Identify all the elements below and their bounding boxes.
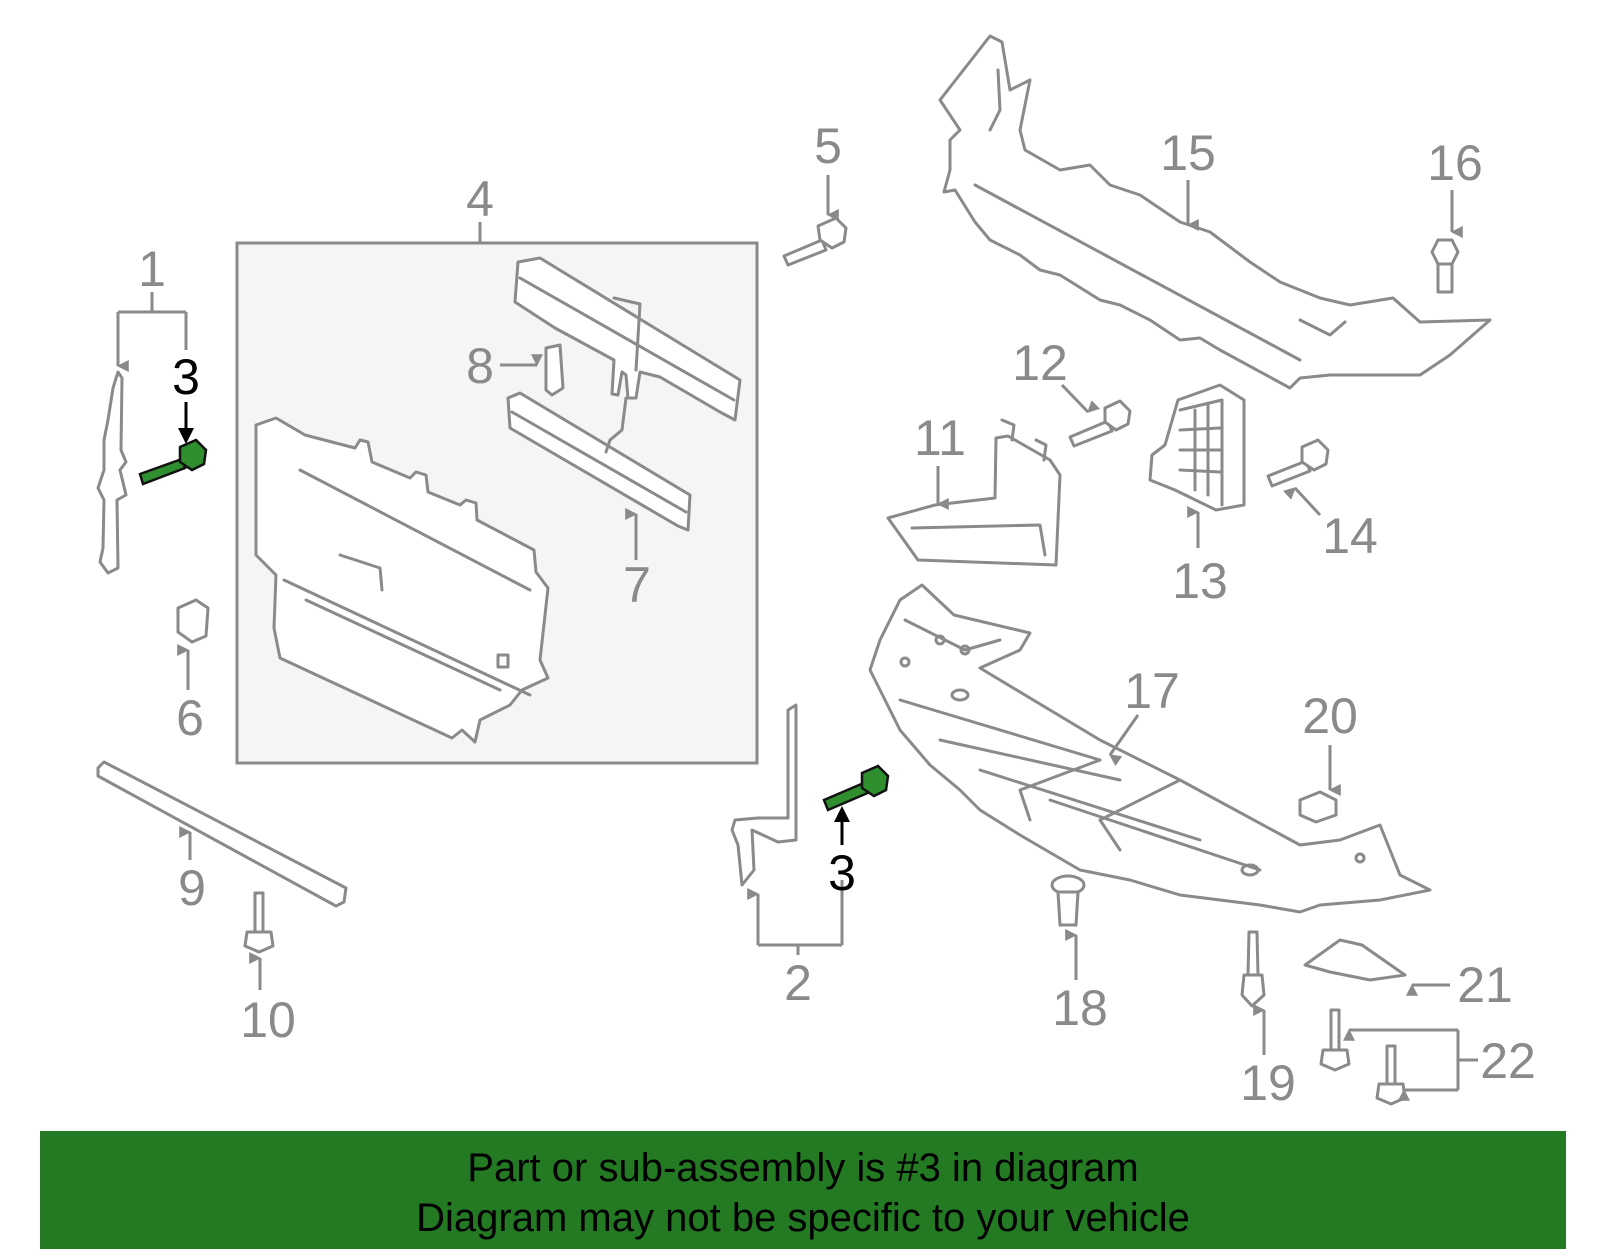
part-17-splash-shield[interactable] bbox=[868, 583, 1432, 914]
part-6-clip[interactable] bbox=[176, 598, 210, 644]
callout-7: 7 bbox=[623, 557, 651, 613]
callout-9: 9 bbox=[178, 860, 206, 916]
footer-banner: Part or sub-assembly is #3 in diagram Di… bbox=[40, 1131, 1566, 1249]
leader-2 bbox=[756, 880, 844, 955]
leader-17 bbox=[1108, 714, 1140, 767]
callout-6: 6 bbox=[176, 690, 204, 746]
part-3-bolt-center[interactable] bbox=[822, 764, 890, 812]
part-22-screws[interactable] bbox=[1319, 1008, 1407, 1106]
part-8-clip[interactable] bbox=[544, 343, 565, 397]
part-5-bolt[interactable] bbox=[782, 216, 848, 267]
part-7-deflector[interactable] bbox=[506, 256, 742, 532]
part-13-air-duct[interactable] bbox=[1148, 383, 1246, 512]
part-9-seal-strip[interactable] bbox=[96, 760, 348, 908]
callout-18: 18 bbox=[1052, 980, 1108, 1036]
callout-3-left: 3 bbox=[172, 349, 200, 405]
part-21-bracket[interactable] bbox=[1303, 938, 1407, 982]
callout-11: 11 bbox=[914, 410, 966, 466]
callout-16: 16 bbox=[1427, 135, 1483, 191]
footer-line-2: Diagram may not be specific to your vehi… bbox=[416, 1196, 1190, 1240]
footer-line-1: Part or sub-assembly is #3 in diagram bbox=[467, 1146, 1139, 1190]
callout-14: 14 bbox=[1322, 508, 1378, 564]
leader-12 bbox=[1060, 383, 1100, 414]
callout-15: 15 bbox=[1160, 125, 1216, 181]
part-15-reinforcement[interactable] bbox=[938, 34, 1492, 390]
part-3-bolt-left[interactable] bbox=[138, 438, 208, 486]
part-16-bolt[interactable] bbox=[1430, 238, 1460, 294]
part-19-rivet[interactable] bbox=[1240, 930, 1266, 1008]
callout-17: 17 bbox=[1124, 663, 1180, 719]
leader-1 bbox=[116, 292, 188, 360]
callout-19: 19 bbox=[1240, 1055, 1296, 1111]
leader-14 bbox=[1282, 486, 1322, 517]
part-11-air-guide[interactable] bbox=[886, 418, 1062, 567]
callout-12: 12 bbox=[1012, 335, 1068, 391]
callout-10: 10 bbox=[240, 992, 296, 1048]
callout-3-center: 3 bbox=[828, 845, 856, 901]
part-18-push-pin[interactable] bbox=[1050, 874, 1086, 927]
part-20-clip[interactable] bbox=[1298, 790, 1338, 824]
callout-8: 8 bbox=[466, 338, 494, 394]
callout-22: 22 bbox=[1480, 1033, 1536, 1089]
callout-4: 4 bbox=[466, 171, 494, 227]
callout-13: 13 bbox=[1172, 553, 1228, 609]
callout-1: 1 bbox=[138, 241, 166, 297]
part-4-shutter-housing[interactable] bbox=[254, 416, 550, 744]
leader-22 bbox=[1355, 1028, 1478, 1092]
part-14-bolt[interactable] bbox=[1266, 438, 1330, 488]
part-12-bolt[interactable] bbox=[1068, 399, 1132, 448]
callout-5: 5 bbox=[814, 118, 842, 174]
part-10-screw[interactable] bbox=[243, 891, 275, 954]
callout-21: 21 bbox=[1457, 957, 1513, 1013]
part-1-bracket[interactable] bbox=[96, 370, 128, 575]
callout-20: 20 bbox=[1302, 688, 1358, 744]
callout-2: 2 bbox=[784, 955, 812, 1011]
part-2-bracket[interactable] bbox=[730, 703, 798, 887]
